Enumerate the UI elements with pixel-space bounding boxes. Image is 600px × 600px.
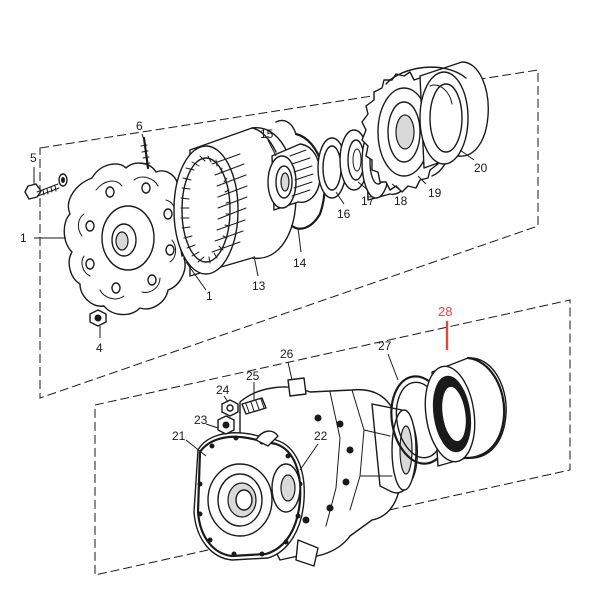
label-15: 15 — [260, 127, 274, 141]
label-5: 5 — [30, 151, 37, 165]
label-28-highlighted: 28 — [438, 304, 452, 319]
part-4-nut — [89, 309, 107, 327]
part-21-link-detail — [255, 430, 279, 447]
part-20-outer-ring — [419, 61, 489, 169]
part-15-bearing — [267, 143, 322, 211]
label-18: 18 — [394, 194, 408, 208]
label-25: 25 — [246, 369, 260, 383]
label-14: 14 — [293, 256, 307, 270]
label-20: 20 — [474, 161, 488, 175]
part-16-spacer-ring — [317, 137, 347, 199]
label-1-right: 1 — [206, 289, 213, 303]
part-labels: 1 1 4 5 6 13 14 15 16 17 18 19 20 21 22 … — [20, 119, 488, 443]
part-5-bolt — [24, 183, 60, 200]
part-23-nut — [217, 415, 235, 435]
part-5-washer — [58, 173, 68, 187]
part-20-snap-ring — [385, 66, 467, 85]
label-13: 13 — [252, 279, 266, 293]
part-22-inner-bearing — [207, 463, 301, 537]
label-4: 4 — [96, 341, 103, 355]
part-24-nut — [221, 399, 239, 417]
label-26: 26 — [280, 347, 294, 361]
label-1-left: 1 — [20, 231, 27, 245]
label-21: 21 — [172, 429, 186, 443]
label-27: 27 — [378, 339, 392, 353]
part-13-ring-gear-drum — [173, 127, 297, 277]
label-16: 16 — [337, 207, 351, 221]
part-28-oil-seal — [424, 356, 507, 467]
part-14-snap-ring — [275, 119, 326, 230]
label-23: 23 — [194, 413, 208, 427]
label-24: 24 — [216, 383, 230, 397]
label-17: 17 — [361, 194, 375, 208]
lower-assembly-frame — [94, 299, 571, 576]
part-6-stud — [140, 136, 151, 170]
label-22: 22 — [314, 429, 328, 443]
leader-lines — [33, 133, 475, 471]
part-25-stud — [241, 397, 267, 415]
label-6: 6 — [136, 119, 143, 133]
label-19: 19 — [428, 186, 442, 200]
